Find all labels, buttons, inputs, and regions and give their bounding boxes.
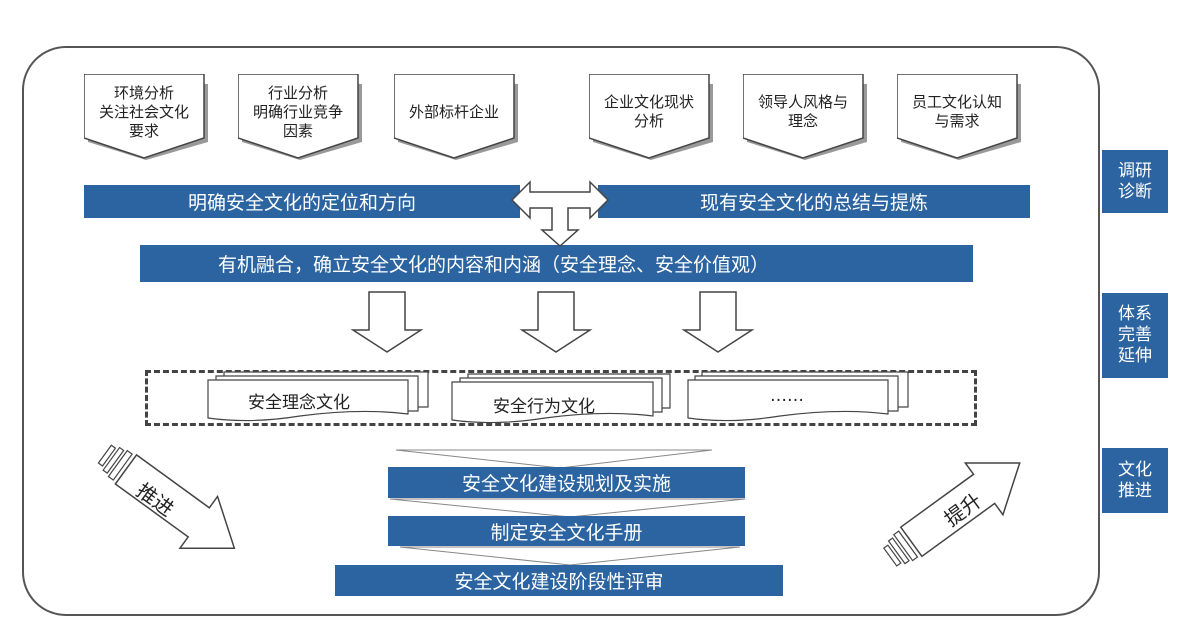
merge-t-arrow (510, 180, 610, 248)
input-label: 领导人风格与 理念 (757, 93, 848, 130)
lift-arrow (882, 462, 1021, 567)
down-arrow-2 (519, 291, 593, 353)
doc-stack-3 (687, 371, 909, 422)
doc-label-etc: …… (770, 386, 804, 406)
input-employee-cognition: 员工文化认知 与需求 (897, 74, 1022, 162)
side-label-research: 调研 诊断 (1102, 150, 1168, 213)
input-external-benchmark: 外部标杆企业 (394, 74, 519, 162)
step-phase-review: 安全文化建设阶段性评审 (335, 565, 783, 596)
bar-label: 明确安全文化的定位和方向 (187, 192, 416, 214)
pentagon-shape (743, 74, 867, 160)
doc-label-philosophy: 安全理念文化 (248, 393, 350, 413)
push-arrow (97, 444, 236, 549)
step-wedge-2 (389, 498, 746, 518)
side-label-system: 体系 完善 延伸 (1102, 293, 1168, 378)
bar-positioning-direction: 明确安全文化的定位和方向 (84, 185, 520, 218)
pentagon-shape (897, 74, 1021, 160)
input-label: 环境分析 关注社会文化 要求 (98, 83, 189, 140)
input-environment-analysis: 环境分析 关注社会文化 要求 (84, 74, 209, 162)
bar-integration: 有机融合，确立安全文化的内容和内涵（安全理念、安全价值观） (140, 245, 973, 282)
pentagon-shape (84, 74, 208, 160)
step-culture-handbook: 制定安全文化手册 (388, 516, 745, 546)
input-industry-analysis: 行业分析 明确行业竞争 因素 (238, 74, 363, 162)
pentagon-shape (394, 74, 518, 160)
side-label-promotion: 文化 推进 (1102, 448, 1168, 513)
input-label: 员工文化认知 与需求 (911, 93, 1002, 130)
diagram-frame (22, 46, 1100, 616)
culture-modules-container (145, 370, 977, 426)
down-arrow-3 (681, 291, 755, 353)
pentagon-shape (589, 74, 713, 160)
step-label: 安全文化建设规划及实施 (461, 473, 671, 495)
step-wedge-3 (399, 546, 741, 566)
step-wedge-1 (395, 449, 713, 469)
input-label: 外部标杆企业 (408, 102, 499, 121)
step-label: 安全文化建设阶段性评审 (454, 571, 664, 593)
input-culture-status: 企业文化现状 分析 (589, 74, 714, 162)
input-leadership-style: 领导人风格与 理念 (743, 74, 868, 162)
doc-stack-2 (451, 373, 671, 424)
step-label: 制定安全文化手册 (490, 521, 643, 544)
bar-summary-refinement: 现有安全文化的总结与提炼 (598, 185, 1030, 218)
bar-label: 现有安全文化的总结与提炼 (699, 192, 928, 214)
bar-label: 有机融合，确立安全文化的内容和内涵（安全理念、安全价值观） (218, 254, 770, 276)
doc-stack-1 (207, 371, 429, 422)
down-arrow-1 (350, 291, 424, 353)
input-label: 行业分析 明确行业竞争 因素 (252, 83, 343, 140)
pentagon-shape (238, 74, 362, 160)
doc-label-behavior: 安全行为文化 (493, 397, 595, 417)
input-label: 企业文化现状 分析 (603, 93, 694, 130)
step-plan-implement: 安全文化建设规划及实施 (388, 467, 745, 498)
